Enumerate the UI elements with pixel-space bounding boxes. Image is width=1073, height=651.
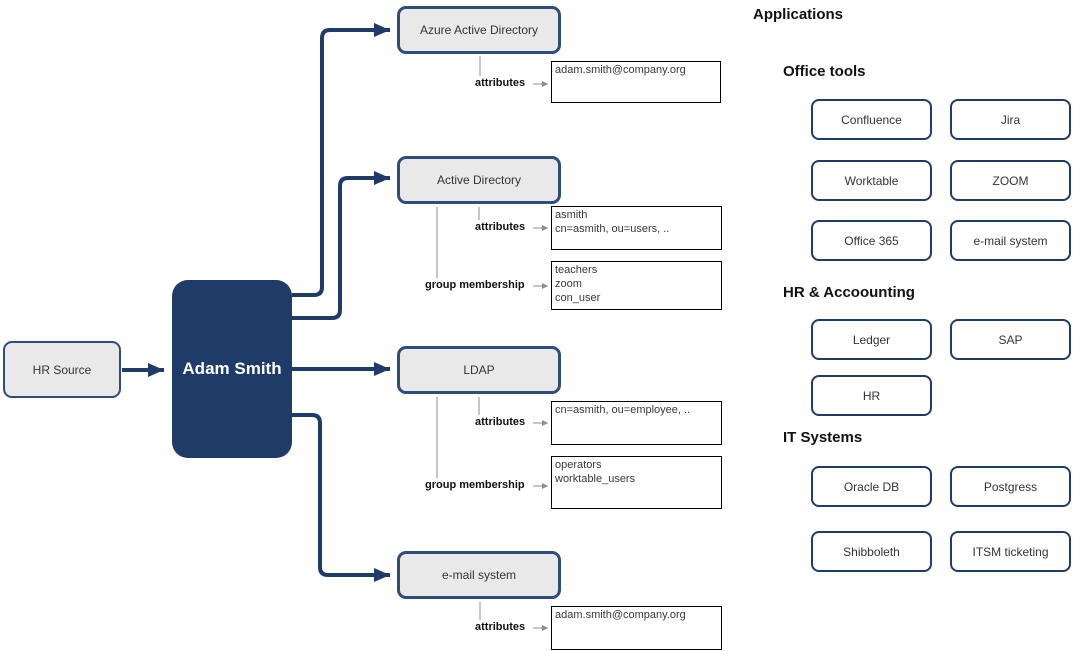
azure-attributes-values: adam.smith@company.org: [551, 61, 721, 103]
app-hr: HR: [811, 375, 932, 416]
ldap-attributes-label: attributes: [474, 416, 527, 429]
attr-value: adam.smith@company.org: [555, 609, 686, 621]
app-zoom: ZOOM: [950, 160, 1071, 201]
ldap-attributes-values: cn=asmith, ou=employee, ..: [551, 401, 722, 445]
app-worktable: Worktable: [811, 160, 932, 201]
app-label: HR: [862, 388, 881, 403]
app-label: Shibboleth: [843, 544, 900, 559]
attr-value: asmith: [555, 209, 588, 221]
ad-attributes-values: asmith cn=asmith, ou=users, ..: [551, 206, 722, 250]
node-hr-source: HR Source: [3, 341, 121, 398]
email-attributes-values: adam.smith@company.org: [551, 606, 722, 650]
app-label: Ledger: [852, 332, 891, 347]
ad-attributes-label: attributes: [474, 221, 527, 234]
attr-value: zoom: [555, 278, 582, 290]
email-attributes-label: attributes: [474, 621, 527, 634]
attr-value: cn=asmith, ou=employee, ..: [555, 404, 691, 416]
app-oracle-db: Oracle DB: [811, 466, 932, 507]
identity-label: Adam Smith: [182, 359, 282, 378]
attr-value: con_user: [555, 292, 601, 304]
ldap-group-membership-label: group membership: [424, 479, 526, 492]
node-ldap: LDAP: [397, 346, 561, 394]
app-label: ZOOM: [992, 173, 1029, 188]
app-postgress: Postgress: [950, 466, 1071, 507]
node-email-system: e-mail system: [397, 551, 561, 599]
section-office-tools-title: Office tools: [783, 63, 866, 80]
active-directory-label: Active Directory: [436, 173, 522, 187]
ad-groups-values: teachers zoom con_user: [551, 261, 722, 310]
attr-value: teachers: [555, 264, 598, 276]
email-system-label: e-mail system: [441, 568, 516, 582]
app-ledger: Ledger: [811, 319, 932, 360]
app-label: Oracle DB: [843, 479, 900, 494]
ldap-label: LDAP: [463, 363, 495, 377]
app-shibboleth: Shibboleth: [811, 531, 932, 572]
node-adam-smith: Adam Smith: [172, 280, 292, 458]
attr-value: cn=asmith, ou=users, ..: [555, 223, 670, 235]
section-it-systems-title: IT Systems: [783, 429, 863, 446]
app-sap: SAP: [950, 319, 1071, 360]
applications-title: Applications: [753, 6, 844, 23]
app-jira: Jira: [950, 99, 1071, 140]
node-azure-active-directory: Azure Active Directory: [397, 6, 561, 54]
ldap-groups-values: operators worktable_users: [551, 456, 722, 509]
app-label: e-mail system: [973, 233, 1048, 248]
app-label: Worktable: [844, 173, 899, 188]
app-label: Jira: [1000, 112, 1021, 127]
azure-active-directory-label: Azure Active Directory: [419, 23, 539, 37]
attr-value: adam.smith@company.org: [555, 64, 686, 76]
app-label: Office 365: [844, 233, 899, 248]
attr-value: operators: [555, 459, 602, 471]
app-label: ITSM ticketing: [972, 544, 1049, 559]
node-active-directory: Active Directory: [397, 156, 561, 204]
ad-group-membership-label: group membership: [424, 279, 526, 292]
hr-source-label: HR Source: [32, 362, 92, 377]
app-label: Postgress: [983, 479, 1038, 494]
app-confluence: Confluence: [811, 99, 932, 140]
app-itsm-ticketing: ITSM ticketing: [950, 531, 1071, 572]
app-label: Confluence: [841, 112, 902, 127]
azure-attributes-label: attributes: [474, 77, 527, 90]
app-email-system: e-mail system: [950, 220, 1071, 261]
app-office-365: Office 365: [811, 220, 932, 261]
section-hr-accounting-title: HR & Accoounting: [783, 284, 915, 301]
app-label: SAP: [998, 332, 1023, 347]
attr-value: worktable_users: [555, 473, 636, 485]
